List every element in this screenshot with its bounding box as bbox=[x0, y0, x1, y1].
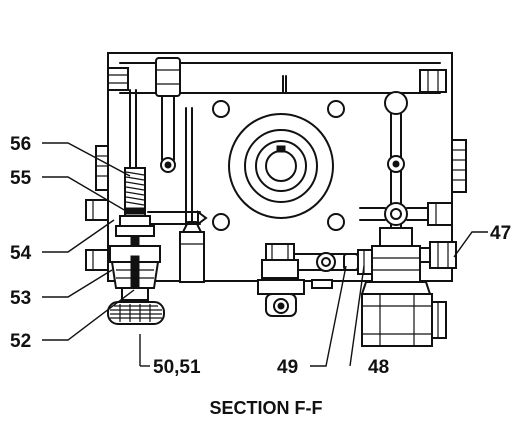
callout-49: 49 bbox=[277, 357, 298, 378]
top-left-fitting bbox=[107, 67, 129, 91]
mounting-holes bbox=[212, 100, 345, 231]
section-caption: SECTION F-F bbox=[210, 398, 323, 418]
right-side-bosses bbox=[451, 139, 467, 193]
top-center-fitting bbox=[155, 57, 181, 97]
pipe-49 bbox=[289, 249, 373, 275]
callout-53: 53 bbox=[10, 288, 31, 309]
left-side-bosses bbox=[85, 145, 109, 271]
top-right-fitting bbox=[419, 69, 447, 93]
callout-labels: 56 55 54 53 52 50,51 49 48 47 bbox=[10, 134, 511, 378]
right-tee-fitting bbox=[359, 202, 453, 226]
adjuster-assembly bbox=[107, 167, 165, 325]
knob-52 bbox=[107, 301, 165, 325]
valve-48 bbox=[360, 227, 447, 347]
callout-47: 47 bbox=[490, 223, 511, 244]
leader-lines bbox=[42, 142, 488, 367]
callout-50-51: 50,51 bbox=[153, 357, 201, 378]
left-block-fitting bbox=[179, 221, 205, 283]
callout-54: 54 bbox=[10, 243, 32, 264]
callout-48: 48 bbox=[368, 357, 389, 378]
callout-56: 56 bbox=[10, 134, 31, 155]
callout-55: 55 bbox=[10, 168, 32, 189]
center-port bbox=[228, 113, 334, 219]
lower-center-valve bbox=[257, 243, 333, 317]
horizontal-connector bbox=[147, 210, 208, 226]
spring-56 bbox=[125, 171, 145, 206]
callout-52: 52 bbox=[10, 331, 31, 352]
